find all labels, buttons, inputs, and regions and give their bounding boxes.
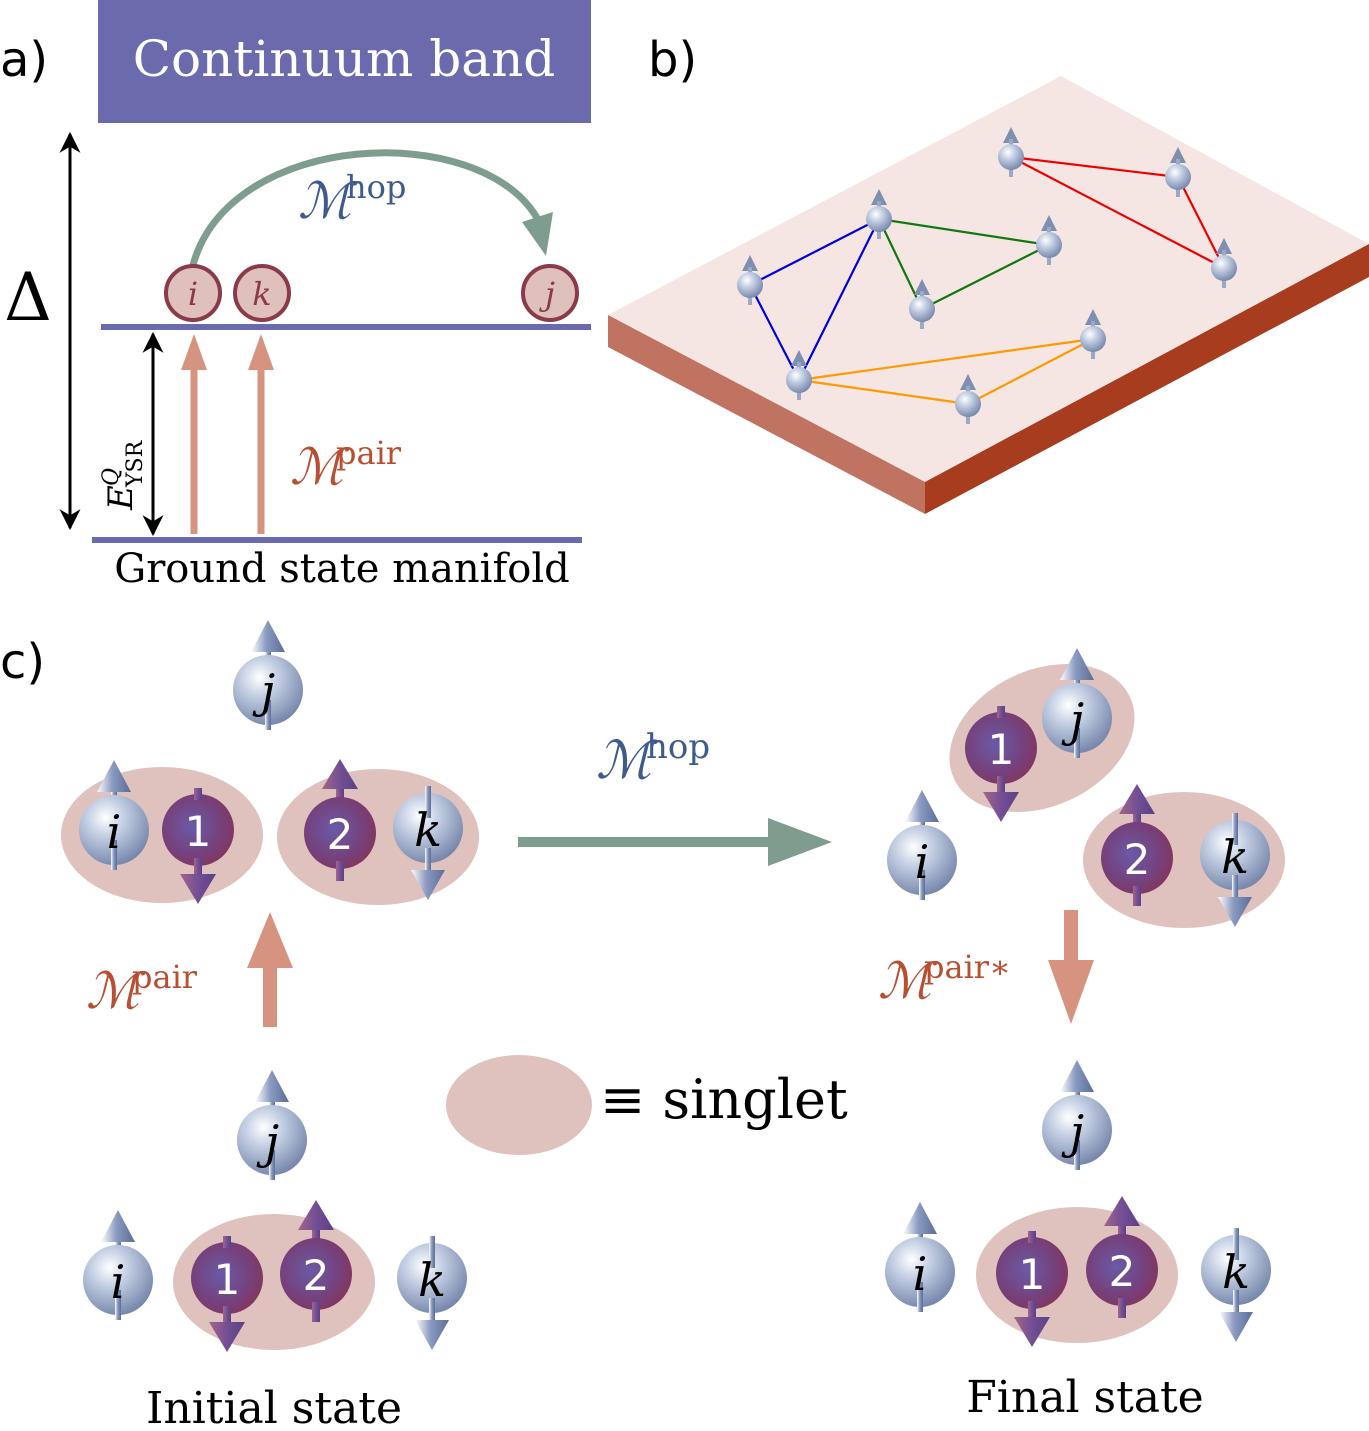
site-i-a: i [164,264,222,322]
spin-i-final: i [885,1202,955,1312]
svg-text:2: 2 [1109,1247,1136,1296]
hop-superscript-c: hop [646,727,710,767]
spin-i-initial: i [83,1210,153,1320]
ysr-energy-label: E Q YSR [99,439,148,511]
pair-conj-superscript: pair∗ [924,948,1011,986]
spin-i-right-top: i [887,790,957,900]
pair-arrow-up [247,912,293,1027]
cluster-red [1010,155,1225,269]
continuum-band [98,0,591,123]
svg-text:YSR: YSR [123,439,148,488]
svg-text:i: i [188,275,198,313]
svg-text:k: k [414,803,442,857]
qp-1-final: 1 [996,1231,1068,1347]
qp-2-initial: 2 [280,1200,352,1322]
cluster-blue [749,218,880,381]
svg-text:2: 2 [1124,835,1151,884]
spin-j-initial: j [237,1070,307,1180]
svg-text:Q: Q [99,468,124,486]
pair-operator-c: ℳ [86,962,146,1020]
svg-text:k: k [418,1253,446,1307]
panel-a: a) Continuum band Δ E Q YSR Ground state… [0,0,591,592]
svg-text:E: E [101,485,141,511]
svg-text:i: i [107,805,122,859]
initial-state-label: Initial state [146,1383,402,1431]
svg-text:1: 1 [214,1255,241,1304]
substrate-top [608,76,1369,482]
svg-text:i: i [913,1247,928,1301]
spin-j-right-top: j [1042,648,1112,758]
svg-text:1: 1 [185,807,212,856]
spin-k-right-top: k [1200,813,1270,927]
hop-arrow-a [189,149,541,266]
substrate-front [608,315,925,514]
substrate-side [925,244,1369,514]
panel-c-label: c) [0,634,45,690]
pair-conj-arrow-down [1048,910,1094,1024]
site-j-a: j [521,264,579,322]
svg-text:2: 2 [327,810,354,859]
svg-text:1: 1 [988,725,1015,774]
svg-text:k: k [252,275,271,313]
svg-text:i: i [915,835,930,889]
svg-text:k: k [1221,830,1249,884]
panel-b: b) [608,32,1369,514]
svg-text:i: i [111,1255,126,1309]
panel-c: c) j i 1 2 k ℳ pair [0,620,1285,1431]
qp-1-initial: 1 [191,1236,263,1352]
hop-operator-c: ℳ [596,731,658,791]
qp-1-mid: 1 [162,788,234,904]
spin-k-initial: k [397,1236,467,1350]
cluster-orange [798,337,1094,406]
singlet-legend-ellipse [446,1055,592,1155]
pair-superscript-a: pair [336,434,402,472]
qp-2-mid: 2 [304,759,376,881]
hop-arrowhead-a [522,212,553,256]
svg-text:k: k [1222,1245,1250,1299]
final-state-label: Final state [966,1372,1203,1423]
gap-symbol: Δ [4,259,52,336]
hop-operator-a: ℳ [298,172,358,230]
singlet-legend-label: ≡ singlet [600,1068,848,1131]
continuum-band-label: Continuum band [133,30,556,88]
site-k-a: k [233,264,291,322]
hop-superscript-a: hop [346,168,406,206]
spin-j-top: j [233,620,303,730]
spin-j-final: j [1042,1060,1112,1170]
ground-state-label: Ground state manifold [114,546,570,592]
spin-k-mid: k [393,786,463,900]
panel-a-label: a) [0,32,48,88]
svg-text:2: 2 [303,1251,330,1300]
spin-k-final: k [1201,1228,1271,1342]
qp-2-right-top: 2 [1101,784,1173,906]
qp-2-final: 2 [1086,1196,1158,1318]
pair-operator-a: ℳ [290,438,350,496]
spin-i-mid: i [79,760,149,870]
svg-text:1: 1 [1019,1250,1046,1299]
hop-arrow-c [518,818,832,866]
pair-conj-operator: ℳ [878,952,938,1010]
pair-arrows-a [181,334,274,534]
qp-1-right-top: 1 [965,706,1037,822]
panel-b-label: b) [648,32,697,88]
pair-superscript-c: pair [132,958,198,996]
